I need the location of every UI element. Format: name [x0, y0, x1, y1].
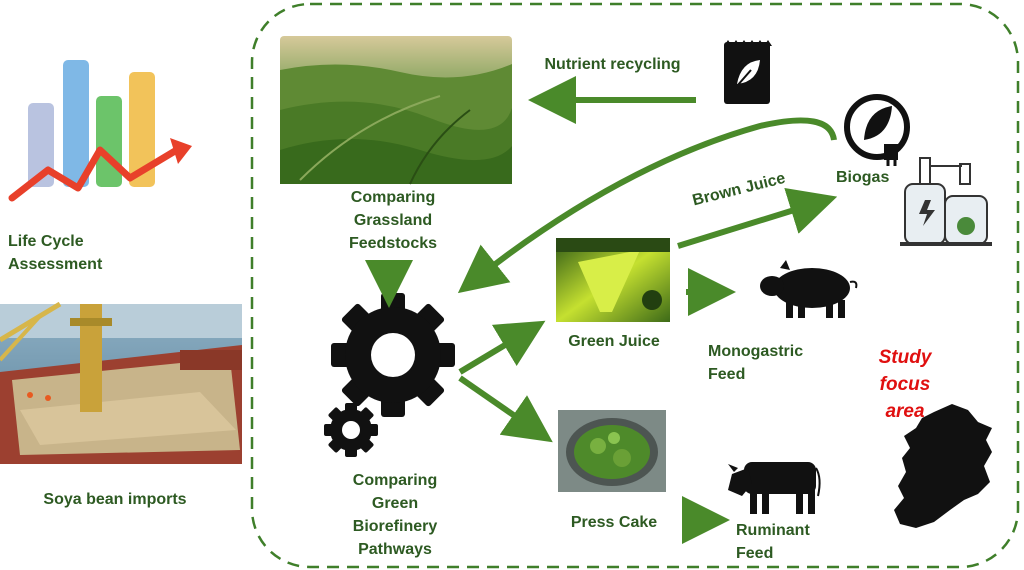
- arrow-brown-juice: [677, 187, 838, 249]
- monogastric-label-line2: Feed: [708, 366, 746, 383]
- monogastric-label: Monogastric Feed: [708, 340, 838, 386]
- ruminant-label: Ruminant Feed: [736, 519, 846, 565]
- biogas-label: Biogas: [836, 169, 890, 186]
- study-boundary: [250, 2, 1020, 569]
- cow-icon: [728, 462, 821, 514]
- biorefinery-label-line1: Comparing: [352, 472, 438, 489]
- lca-label: Life Cycle Assessment: [8, 230, 148, 276]
- arrow-biogas-to-gear: [457, 117, 837, 294]
- study-focus-line1: Study: [878, 347, 932, 368]
- biorefinery-label-line3: Biorefinery: [352, 518, 438, 535]
- ruminant-label-line2: Feed: [736, 545, 774, 562]
- gear-icon: [331, 293, 455, 417]
- soya-label: Soya bean imports: [43, 491, 187, 508]
- arrow-gear-to-press-cake: [458, 375, 553, 443]
- study-focus-label: Study focus area: [860, 344, 950, 425]
- green-juice-photo: [556, 238, 670, 322]
- press-cake-label: Press Cake: [570, 514, 658, 531]
- grassland-label-line2: Grassland: [353, 212, 433, 229]
- pig-icon: [760, 260, 858, 318]
- soya-ship-photo: [0, 301, 242, 464]
- study-focus-line3: area: [885, 401, 925, 422]
- grassland-label-line3: Feedstocks: [348, 235, 438, 252]
- monogastric-label-line1: Monogastric: [708, 343, 804, 360]
- ireland-map-icon: [894, 404, 992, 528]
- nutrient-recycling-label: Nutrient recycling: [544, 56, 681, 73]
- biogas-plug-icon: [844, 94, 910, 166]
- biorefinery-label: Comparing Green Biorefinery Pathways: [320, 469, 470, 561]
- study-focus-line2: focus: [879, 374, 931, 395]
- biorefinery-label-line4: Pathways: [358, 541, 432, 558]
- lca-label-line1: Life Cycle: [8, 233, 84, 250]
- press-cake-photo: [558, 410, 666, 492]
- grassland-label: Comparing Grassland Feedstocks: [318, 186, 468, 255]
- ruminant-label-line1: Ruminant: [736, 522, 810, 539]
- lca-label-line2: Assessment: [8, 256, 103, 273]
- small-gear-icon: [324, 403, 378, 457]
- fertilizer-bag-icon: [724, 40, 772, 104]
- bar-chart-icon: [8, 60, 192, 202]
- grassland-label-line1: Comparing: [350, 189, 436, 206]
- biogas-plant-icon: [900, 157, 992, 246]
- green-juice-label: Green Juice: [568, 333, 660, 350]
- arrow-gear-to-green-juice: [458, 320, 546, 375]
- grassland-photo: [280, 36, 512, 185]
- biorefinery-label-line2: Green: [371, 495, 419, 512]
